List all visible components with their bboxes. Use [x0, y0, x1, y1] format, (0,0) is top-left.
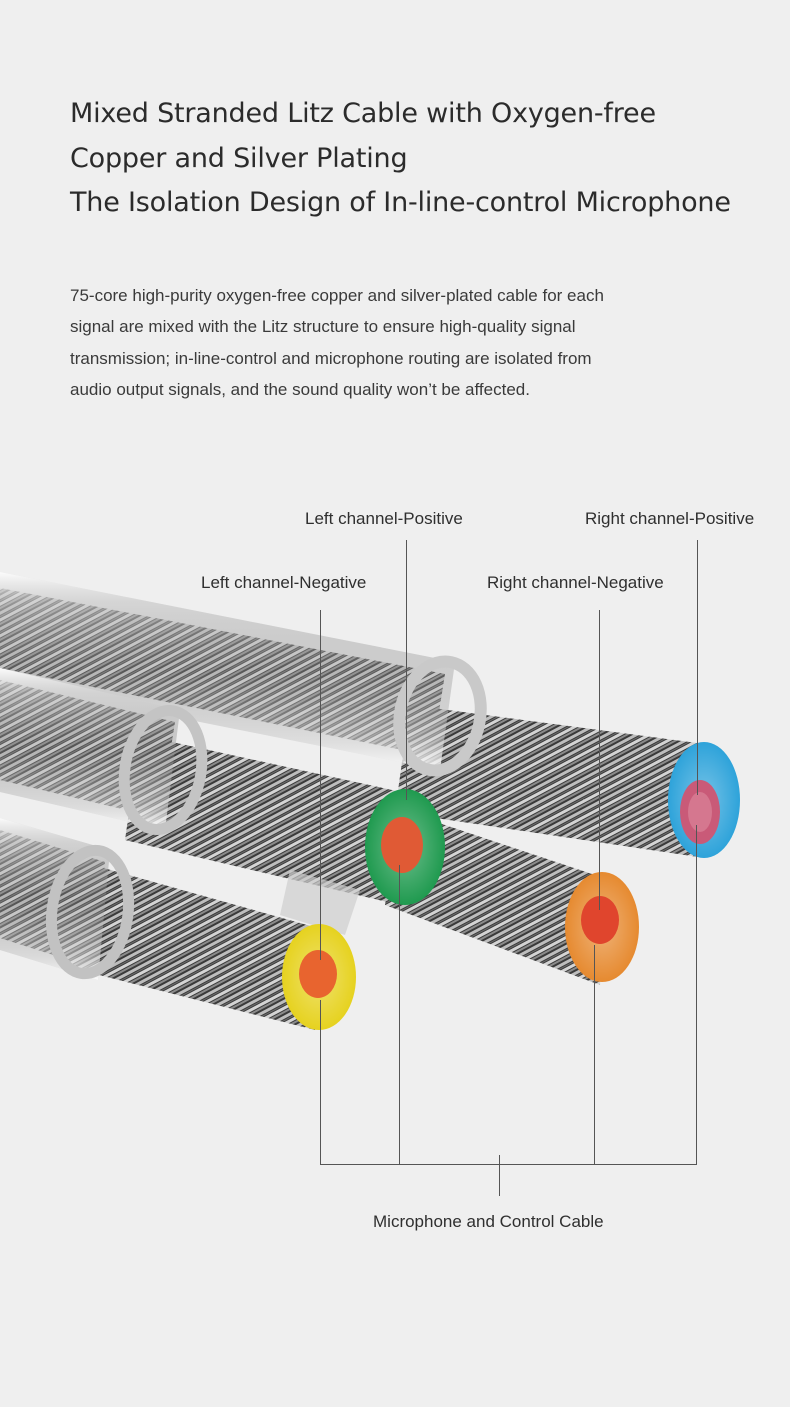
core-right-positive — [668, 742, 740, 858]
description-line-4: audio output signals, and the sound qual… — [70, 379, 530, 399]
description-line-3: transmission; in-line-control and microp… — [70, 348, 592, 368]
description-paragraph: 75-core high-purity oxygen-free copper a… — [70, 280, 760, 405]
bracket-mic-control — [320, 825, 697, 1165]
cable-right-positive — [0, 572, 712, 858]
cable-left-negative — [0, 818, 360, 1030]
page-heading: Mixed Stranded Litz Cable with Oxygen-fr… — [70, 92, 770, 226]
core-left-negative — [282, 924, 356, 1030]
heading-line-1: Mixed Stranded Litz Cable with Oxygen-fr… — [70, 98, 656, 129]
core-left-positive — [365, 789, 445, 905]
leader-lines — [320, 540, 698, 1196]
label-right-channel-negative: Right channel-Negative — [487, 573, 664, 592]
description-line-1: 75-core high-purity oxygen-free copper a… — [70, 286, 604, 305]
heading-line-2: Copper and Silver Plating — [70, 142, 408, 174]
heading-line-3: The Isolation Design of In-line-control … — [70, 187, 731, 218]
label-left-channel-positive: Left channel-Positive — [305, 509, 463, 528]
core-right-negative — [565, 872, 639, 982]
label-microphone-control-cable: Microphone and Control Cable — [373, 1212, 604, 1231]
label-left-channel-negative: Left channel-Negative — [201, 573, 367, 592]
description-line-2: signal are mixed with the Litz structure… — [70, 317, 576, 337]
label-right-channel-positive: Right channel-Positive — [585, 509, 755, 528]
